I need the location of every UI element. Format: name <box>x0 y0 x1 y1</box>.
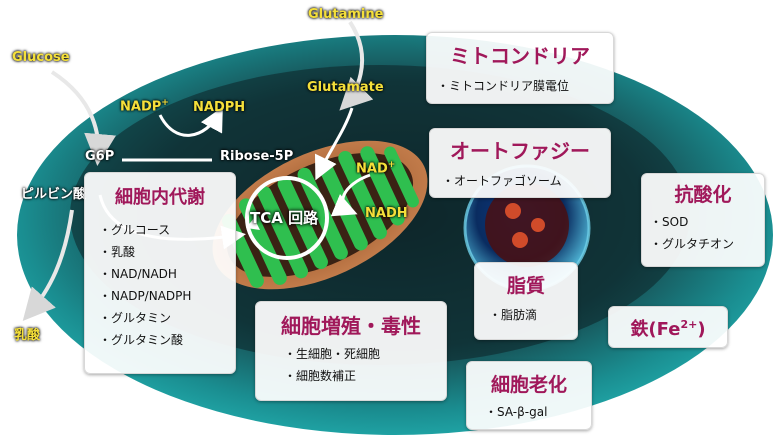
metabolism-title: 細胞内代謝 <box>115 187 205 208</box>
nadph-label: NADPH <box>193 100 246 115</box>
nadp-arrow <box>158 106 223 137</box>
autophagy-list: オートファゴソーム <box>442 170 610 192</box>
ribose-5p-label: Ribose-5P <box>220 149 294 164</box>
tca-arrow-head <box>246 218 260 230</box>
nad-nadh-arrow <box>330 173 371 217</box>
cristae <box>222 146 419 288</box>
proliferation-list: 生細胞・死細胞 細胞数補正 <box>284 343 446 387</box>
nucleolus <box>512 232 528 248</box>
g6p-label: G6P <box>85 149 115 164</box>
list-item: SOD <box>650 211 764 233</box>
proliferation-title: 細胞増殖・毒性 <box>281 314 421 338</box>
mitochondria-list: ミトコンドリア膜電位 <box>437 75 613 97</box>
list-item: 脂肪滴 <box>489 304 577 326</box>
list-item: グルタミン <box>99 307 235 329</box>
mitochondria-box: ミトコンドリア ミトコンドリア膜電位 <box>426 32 614 104</box>
glutamine-label: Glutamine <box>308 7 384 22</box>
list-item: NADP/NADPH <box>99 285 235 307</box>
lipid-title: 脂質 <box>506 275 545 297</box>
glutamate-label: Glutamate <box>307 80 384 95</box>
nucleolus <box>531 218 545 232</box>
list-item: 乳酸 <box>99 241 235 263</box>
iron-box: 鉄(Fe2+) <box>608 306 728 348</box>
list-item: ミトコンドリア膜電位 <box>437 75 613 97</box>
list-item: 生細胞・死細胞 <box>284 343 446 365</box>
list-item: グルコース <box>99 219 235 241</box>
senescence-list: SA-β-gal <box>485 401 591 423</box>
antioxidant-list: SOD グルタチオン <box>650 211 764 255</box>
list-item: オートファゴソーム <box>442 170 610 192</box>
glucose-arrow <box>50 70 117 166</box>
list-item: 細胞数補正 <box>284 365 446 387</box>
lipid-box: 脂質 脂肪滴 <box>474 262 578 340</box>
lactate-arrow <box>22 209 74 322</box>
tca-cycle-ring <box>245 176 329 260</box>
mitochondria-title: ミトコンドリア <box>450 44 590 68</box>
list-item: NAD/NADH <box>99 263 235 285</box>
glucose-label: Glucose <box>12 50 70 65</box>
senescence-title: 細胞老化 <box>490 374 567 396</box>
metabolism-box: 細胞内代謝 グルコース 乳酸 NAD/NADH NADP/NADPH グルタミン… <box>84 172 236 374</box>
nadh-label: NADH <box>365 206 408 221</box>
list-item: グルタミン酸 <box>99 329 235 351</box>
iron-title: 鉄(Fe2+) <box>630 318 706 340</box>
pyruvate-label: ピルビン酸 <box>21 187 87 202</box>
proliferation-box: 細胞増殖・毒性 生細胞・死細胞 細胞数補正 <box>255 301 447 401</box>
antioxidant-title: 抗酸化 <box>674 184 732 206</box>
nad-plus-label: NAD+ <box>356 160 396 177</box>
lipid-list: 脂肪滴 <box>489 304 577 326</box>
antioxidant-box: 抗酸化 SOD グルタチオン <box>641 173 765 267</box>
autophagy-box: オートファジー オートファゴソーム <box>429 128 611 198</box>
nadp-plus-label: NADP+ <box>120 98 169 115</box>
senescence-box: 細胞老化 SA-β-gal <box>466 361 592 430</box>
glutamine-arrow <box>339 20 374 111</box>
list-item: グルタチオン <box>650 233 764 255</box>
list-item: SA-β-gal <box>485 401 591 423</box>
tca-cycle-label: TCA 回路 <box>250 209 319 227</box>
nucleolus <box>505 203 521 219</box>
autophagy-title: オートファジー <box>450 139 590 163</box>
glutamate-tca-arrow <box>314 107 354 181</box>
lactate-label: 乳酸 <box>14 328 41 343</box>
metabolism-list: グルコース 乳酸 NAD/NADH NADP/NADPH グルタミン グルタミン… <box>99 219 235 351</box>
